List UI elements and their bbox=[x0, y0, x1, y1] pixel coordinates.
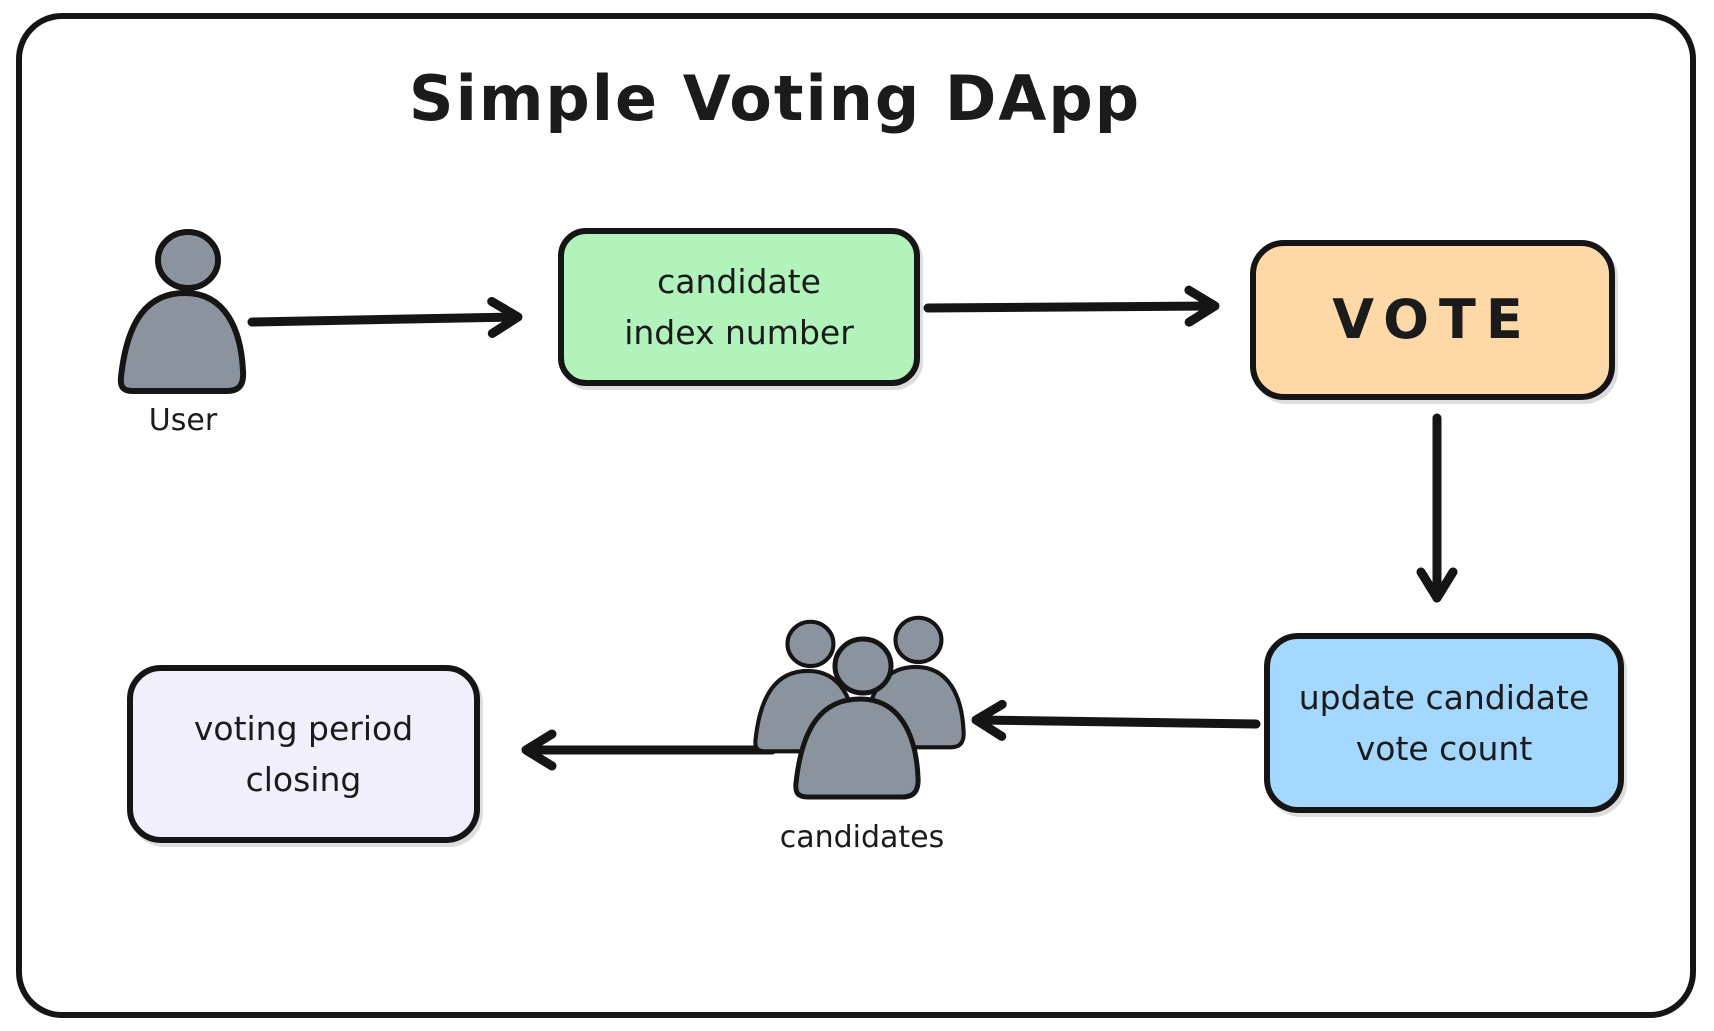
voting-period-closing-node: voting period closing bbox=[127, 665, 480, 843]
user-label: User bbox=[148, 403, 218, 438]
vote-label: VOTE bbox=[1332, 288, 1533, 352]
voting-period-line1: voting period bbox=[193, 708, 414, 748]
diagram-title: Simple Voting DApp bbox=[408, 62, 1142, 135]
candidate-index-node: candidate index number bbox=[558, 228, 920, 386]
vote-node: VOTE bbox=[1250, 240, 1615, 400]
candidate-index-line1: candidate bbox=[657, 261, 821, 301]
update-line2: vote count bbox=[1355, 729, 1533, 768]
diagram-border bbox=[16, 13, 1696, 1018]
candidates-label: candidates bbox=[779, 820, 945, 855]
update-line1: update candidate bbox=[1298, 677, 1590, 717]
voting-period-line2: closing bbox=[245, 760, 362, 799]
candidate-index-line2: index number bbox=[624, 313, 854, 352]
update-vote-count-node: update candidate vote count bbox=[1264, 633, 1624, 813]
